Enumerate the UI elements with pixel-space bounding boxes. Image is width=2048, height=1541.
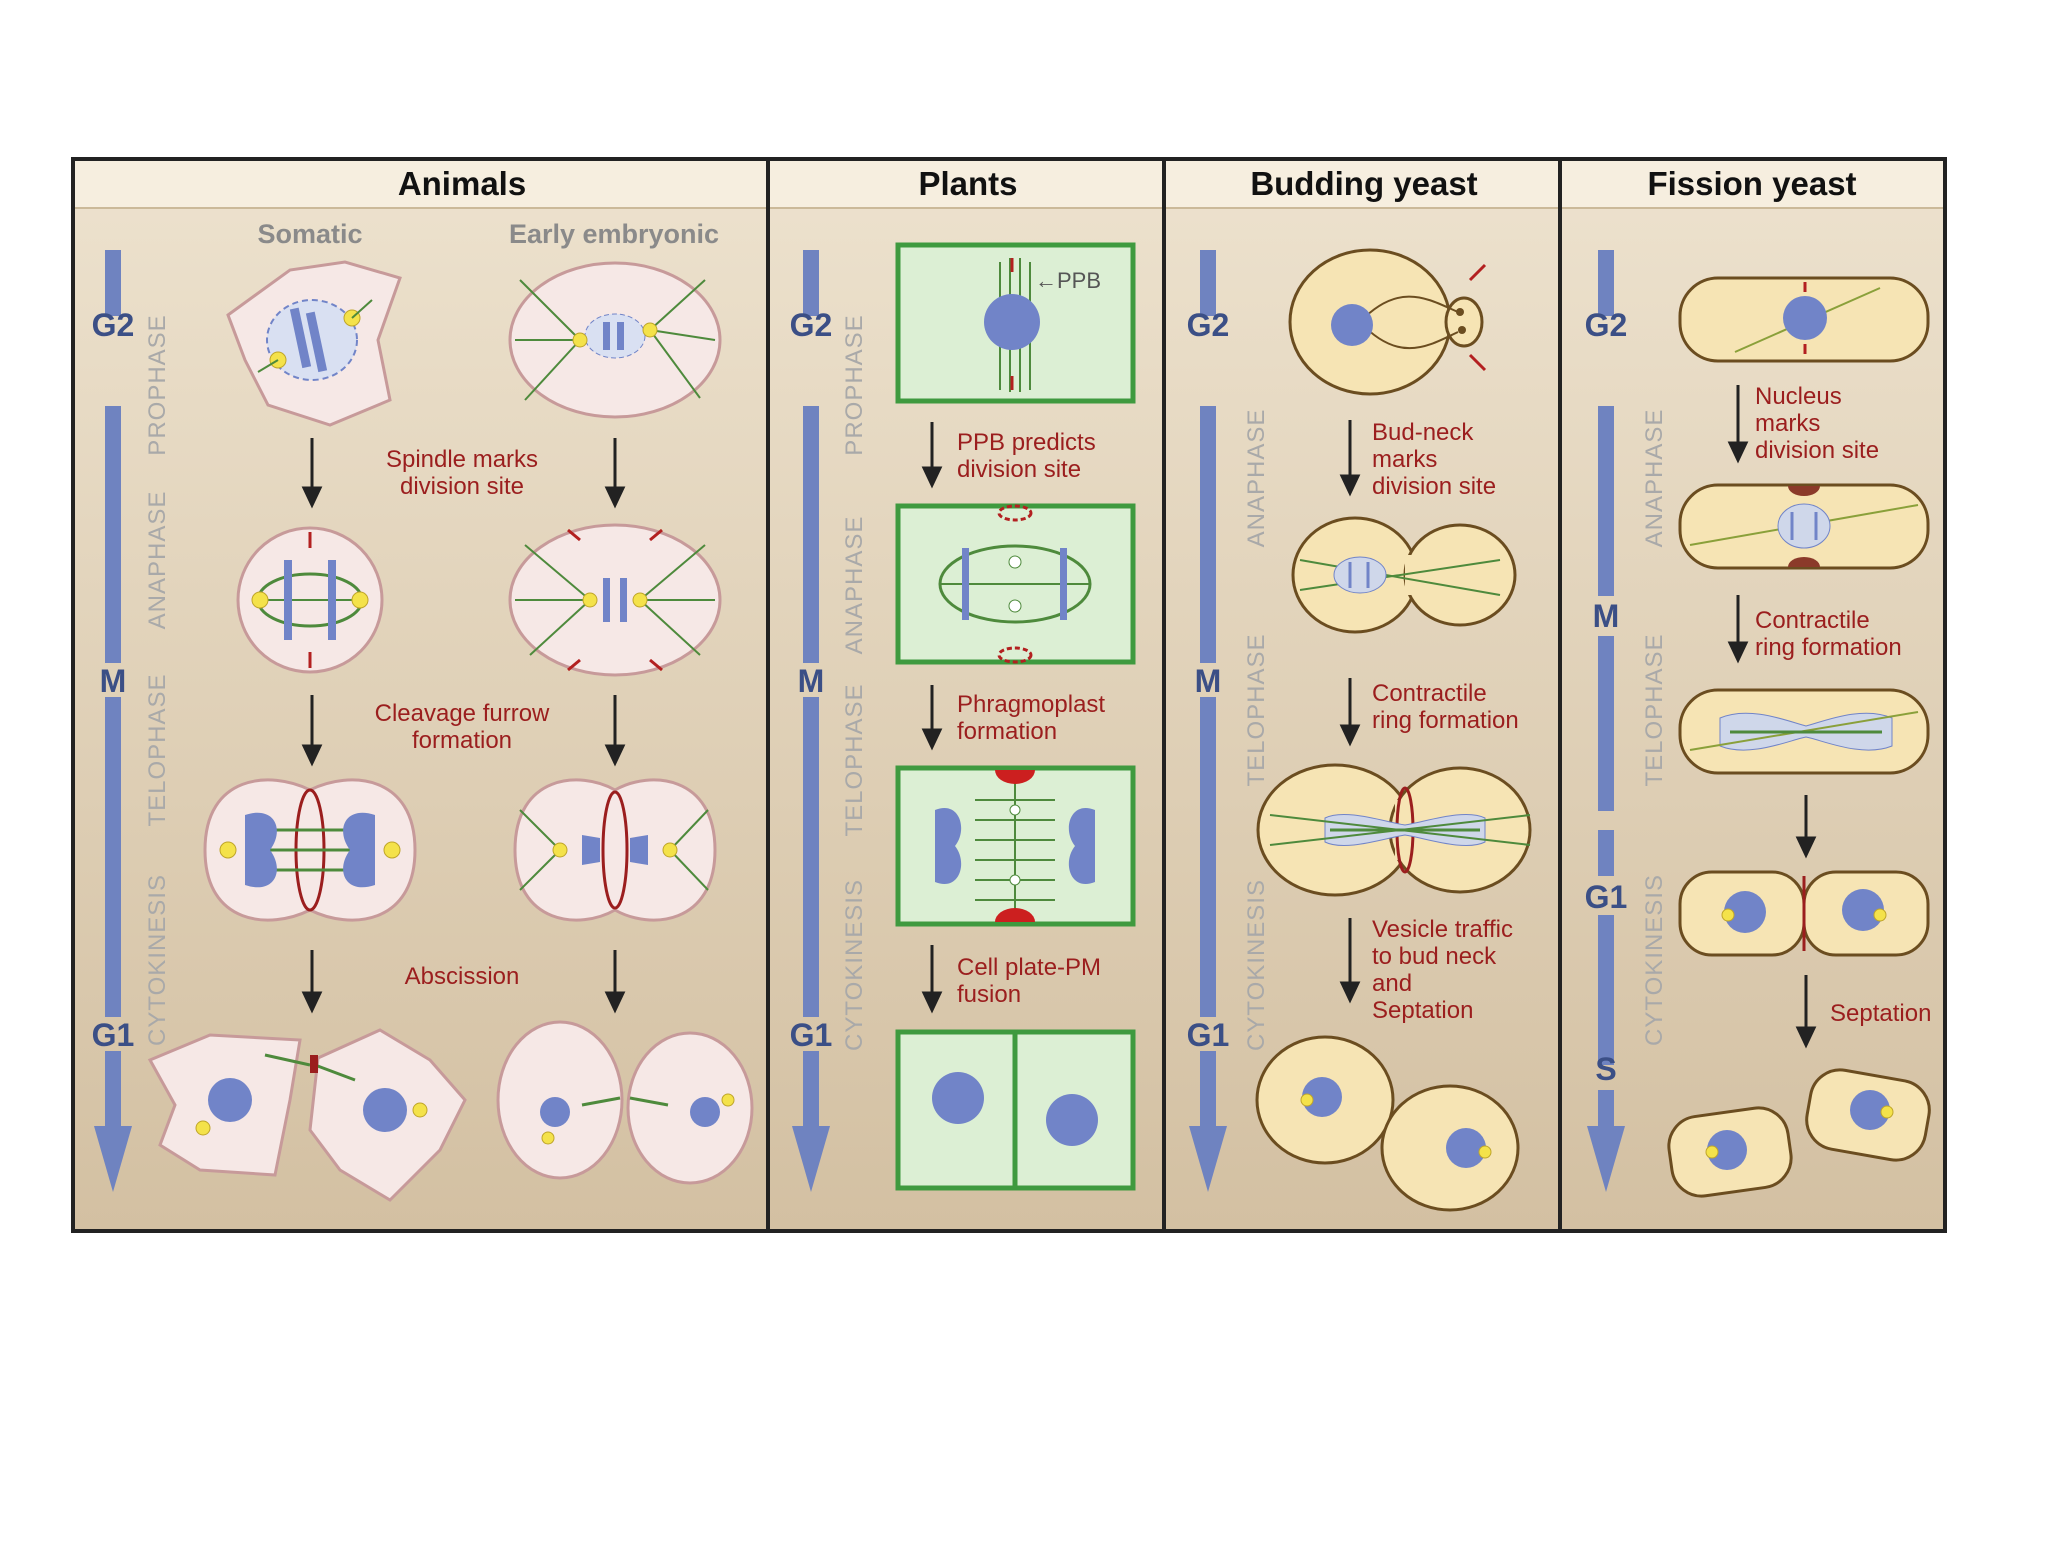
step-arrow-icon — [301, 438, 626, 1014]
step-note-furrow-line2: formation — [412, 727, 512, 754]
animals-panel: Somatic Early embryonic G2 M G1 PROPHASE… — [92, 219, 754, 1202]
fission-telophase-cell — [1678, 688, 1930, 775]
step-note-vesicle-line3: and — [1372, 970, 1412, 997]
somatic-anaphase-cell — [236, 526, 384, 674]
stage-label-prophase: PROPHASE — [144, 314, 171, 455]
phase-label-m: M — [798, 663, 825, 699]
fission-yeast-panel: G2 M G1 S ANAPHASE TELOPHASE CYTOKINESIS — [1585, 250, 1931, 1198]
stage-label-anaphase: ANAPHASE — [841, 516, 868, 655]
stage-label-telophase: TELOPHASE — [841, 683, 868, 836]
budding-daughter-cells — [1255, 1035, 1520, 1212]
stage-label-telophase: TELOPHASE — [144, 673, 171, 826]
embryonic-daughter-cells — [496, 1020, 754, 1185]
step-arrow-icon — [1727, 385, 1817, 1049]
step-note-nucleus-line1: Nucleus — [1755, 383, 1842, 410]
stage-label-anaphase: ANAPHASE — [144, 491, 171, 630]
timeline-arrow-icon — [792, 250, 830, 1192]
phase-label-m: M — [1195, 663, 1222, 699]
panel-title-plants: Plants — [918, 165, 1017, 202]
step-note-furrow-line1: Cleavage furrow — [375, 700, 550, 727]
step-arrow-icon — [1339, 420, 1361, 1004]
fission-anaphase-cell — [1678, 483, 1930, 570]
stage-label-cytokinesis: CYTOKINESIS — [841, 879, 868, 1051]
phase-label-g2: G2 — [1585, 307, 1628, 343]
timeline-arrow-icon — [1587, 250, 1625, 1192]
step-note-abscission: Abscission — [405, 963, 520, 990]
stage-label-anaphase: ANAPHASE — [1641, 409, 1668, 548]
phase-label-g2: G2 — [1187, 307, 1230, 343]
fission-g2-cell — [1678, 276, 1930, 363]
step-note-ring-line1: Contractile — [1755, 607, 1870, 634]
embryonic-anaphase-cell — [508, 523, 722, 677]
step-note-nucleus-line3: division site — [1755, 437, 1879, 464]
budding-anaphase-cell — [1291, 516, 1517, 634]
phase-label-g1: G1 — [1585, 879, 1628, 915]
step-note-spindle-line1: Spindle marks — [386, 446, 538, 473]
phase-label-g1: G1 — [1187, 1017, 1230, 1053]
stage-label-prophase: PROPHASE — [841, 314, 868, 455]
ppb-label: ←PPB — [1035, 268, 1101, 293]
phase-label-g2: G2 — [92, 307, 135, 343]
phase-label-g1: G1 — [790, 1017, 833, 1053]
step-note-budneck-line2: marks — [1372, 446, 1437, 473]
stage-label-telophase: TELOPHASE — [1243, 633, 1270, 786]
step-note-vesicle-line4: Septation — [1372, 997, 1473, 1024]
step-note-cellplate-line1: Cell plate-PM — [957, 954, 1101, 981]
panel-title-budding-yeast: Budding yeast — [1250, 165, 1477, 202]
embryonic-prophase-cell — [508, 261, 722, 419]
step-note-budneck-line1: Bud-neck — [1372, 419, 1474, 446]
step-note-vesicle-line1: Vesicle traffic — [1372, 916, 1513, 943]
column-heading-somatic: Somatic — [257, 219, 362, 249]
plant-daughter-cells — [895, 1029, 1136, 1191]
timeline-arrow-icon — [94, 250, 132, 1192]
step-note-spindle-line2: division site — [400, 473, 524, 500]
stage-label-telophase: TELOPHASE — [1641, 633, 1668, 786]
stage-label-cytokinesis: CYTOKINESIS — [144, 874, 171, 1046]
embryonic-telophase-cell — [513, 778, 717, 922]
fission-daughter-pair — [1678, 870, 1930, 957]
phase-label-m: M — [100, 663, 127, 699]
phase-label-s: S — [1595, 1051, 1616, 1087]
panel-title-animals: Animals — [398, 165, 526, 202]
somatic-telophase-cell — [203, 778, 417, 922]
phase-label-g1: G1 — [92, 1017, 135, 1053]
somatic-daughter-cells — [147, 1028, 467, 1202]
plant-prophase-cell: ←PPB — [895, 242, 1136, 404]
fission-separated-cells — [1667, 1068, 1931, 1198]
step-note-ring-line2: ring formation — [1372, 707, 1519, 734]
plant-anaphase-cell — [895, 503, 1136, 665]
header-strip — [75, 161, 1943, 208]
step-note-ppb-line1: PPB predicts — [957, 429, 1096, 456]
step-arrow-icon — [921, 422, 943, 1014]
somatic-prophase-cell — [226, 260, 402, 427]
step-note-ppb-line2: division site — [957, 456, 1081, 483]
step-note-nucleus-line2: marks — [1755, 410, 1820, 437]
stage-label-anaphase: ANAPHASE — [1243, 409, 1270, 548]
panel-title-fission-yeast: Fission yeast — [1647, 165, 1856, 202]
column-heading-early-embryonic: Early embryonic — [509, 219, 719, 249]
plants-panel: G2 M G1 PROPHASE ANAPHASE TELOPHASE CYTO… — [790, 242, 1136, 1192]
phase-label-m: M — [1593, 598, 1620, 634]
budding-g2-cell — [1288, 248, 1487, 396]
stage-label-cytokinesis: CYTOKINESIS — [1243, 879, 1270, 1051]
timeline-arrow-icon — [1189, 250, 1227, 1192]
phase-label-g2: G2 — [790, 307, 833, 343]
step-note-ring-line1: Contractile — [1372, 680, 1487, 707]
step-note-ring-line2: ring formation — [1755, 634, 1902, 661]
step-note-septation: Septation — [1830, 1000, 1931, 1027]
budding-telophase-cell — [1256, 763, 1532, 897]
step-note-phragmoplast-line2: formation — [957, 718, 1057, 745]
step-note-cellplate-line2: fusion — [957, 981, 1021, 1008]
step-note-budneck-line3: division site — [1372, 473, 1496, 500]
budding-yeast-panel: G2 M G1 ANAPHASE TELOPHASE CYTOKINESIS — [1187, 248, 1532, 1212]
step-note-vesicle-line2: to bud neck — [1372, 943, 1497, 970]
plant-telophase-cell — [895, 765, 1136, 927]
step-note-phragmoplast-line1: Phragmoplast — [957, 691, 1105, 718]
stage-label-cytokinesis: CYTOKINESIS — [1641, 874, 1668, 1046]
